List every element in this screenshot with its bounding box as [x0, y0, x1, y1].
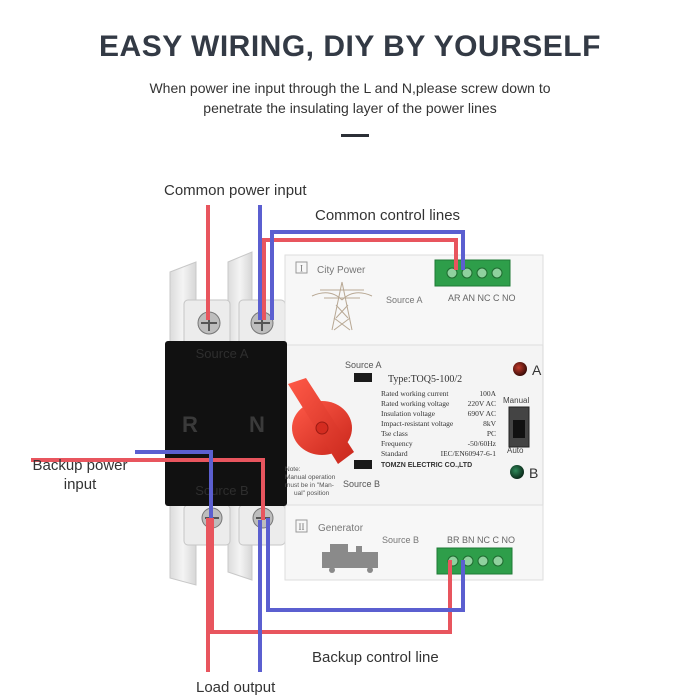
- upper-source-a-label: Source A: [386, 295, 423, 305]
- generator-label: Generator: [318, 523, 364, 534]
- callout-common-power-input: Common power input: [164, 182, 307, 199]
- spec-label: Insulation voltage: [381, 409, 436, 418]
- red-wire-backup-control: [210, 518, 452, 634]
- manufacturer-label: TOMZN ELECTRIC CO.,LTD: [381, 462, 472, 469]
- callout-backup-control-line: Backup control line: [312, 649, 439, 666]
- spec-value: 690V AC: [468, 409, 496, 418]
- page-title: EASY WIRING, DIY BY YOURSELF: [99, 30, 601, 63]
- indicator-b-label: B: [529, 465, 538, 481]
- roman-one-box: [295, 261, 308, 274]
- blue-wire-backup-r: [135, 450, 213, 518]
- note-line-4: ual" position: [294, 490, 330, 497]
- top-terminal-labels: AR AN NC C NO: [448, 293, 516, 303]
- indicator-a-led: [513, 362, 527, 376]
- terminal-block-source-b-label: Source B: [195, 483, 248, 498]
- left-mounting-plates: [169, 251, 286, 586]
- spec-label: Rated working voltage: [381, 399, 450, 408]
- city-power-label: City Power: [317, 265, 366, 276]
- spec-label: Standard: [381, 449, 408, 458]
- switch-knob[interactable]: [513, 420, 525, 438]
- note-line-3: must be in "Man-: [285, 482, 334, 489]
- spec-value: 8kV: [483, 419, 497, 428]
- spec-table: Rated working current 100A Rated working v…: [381, 389, 497, 458]
- title-divider: [341, 134, 369, 137]
- spec-value: 220V AC: [468, 399, 496, 408]
- source-b-window: [354, 460, 372, 469]
- spec-label: Rated working current: [381, 389, 449, 398]
- spec-value: -50/60Hz: [468, 439, 497, 448]
- red-wire-backup-n: [31, 458, 265, 520]
- roman-two-label: II: [299, 522, 305, 532]
- bottom-terminal-labels: BR BN NC C NO: [447, 535, 515, 545]
- auto-label: Auto: [507, 446, 524, 455]
- spec-value: 100A: [479, 389, 496, 398]
- panel-source-a-label: Source A: [345, 360, 382, 370]
- note-line-1: Note:: [285, 466, 301, 473]
- manual-label: Manual: [503, 396, 529, 405]
- panel-source-b-label: Source B: [343, 479, 380, 489]
- spec-label: Tse class: [381, 429, 408, 438]
- indicator-a-label: A: [532, 362, 542, 378]
- callout-backup-power-input-line1: Backup power: [32, 457, 127, 474]
- power-tower-icon: [311, 281, 373, 331]
- spec-value: IEC/EN60947-6-1: [441, 449, 497, 458]
- terminal-n-label: N: [249, 412, 265, 437]
- terminal-block: [165, 341, 287, 506]
- terminal-block-source-a-label: Source A: [196, 346, 249, 361]
- generator-icon: [322, 544, 378, 573]
- source-a-window: [354, 373, 372, 382]
- indicator-b-led: [510, 465, 524, 479]
- spec-label: Frequency: [381, 439, 413, 448]
- callout-load-output: Load output: [196, 679, 276, 696]
- callout-common-control-lines: Common control lines: [315, 207, 460, 224]
- note-line-2: Manual operation: [285, 474, 336, 481]
- roman-two-box: [295, 519, 308, 533]
- callout-backup-power-input-line2: input: [64, 476, 97, 493]
- roman-one-label: I: [300, 264, 303, 274]
- rotary-handle[interactable]: [288, 378, 354, 464]
- blue-wires: [135, 205, 465, 672]
- terminal-r-label: R: [182, 412, 198, 437]
- lower-source-b-label: Source B: [382, 535, 419, 545]
- red-wires: [31, 205, 458, 672]
- subtitle-line-1: When power ine input through the L and N…: [149, 80, 551, 96]
- subtitle-line-2: penetrate the insulating layer of the po…: [203, 100, 497, 116]
- spec-value: PC: [487, 429, 496, 438]
- type-label: Type:TOQ5-100/2: [388, 374, 462, 385]
- red-wire-common-control: [262, 238, 458, 320]
- blue-wire-common-control: [270, 230, 465, 320]
- spec-label: Impact-resistant voltage: [381, 419, 454, 428]
- top-control-terminal: [434, 259, 511, 287]
- blue-wire-backup-control: [266, 518, 465, 612]
- page-subtitle: When power ine input through the L and N…: [100, 78, 600, 118]
